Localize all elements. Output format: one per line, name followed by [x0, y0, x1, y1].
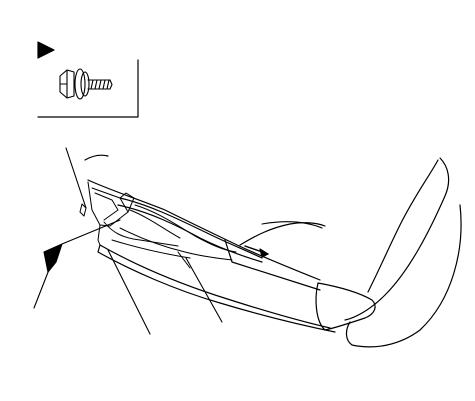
leader-right — [185, 257, 223, 323]
leader-top — [65, 147, 87, 209]
bumper-end-cap — [315, 282, 376, 331]
side-panel-edge — [97, 244, 336, 333]
flange-bolt-icon — [59, 68, 113, 100]
fender-inner-curve — [367, 159, 439, 293]
leader-upper-right — [261, 221, 323, 229]
fender-outline — [84, 154, 450, 321]
wheel-arch-curve — [345, 204, 462, 348]
callout-box-outline — [37, 59, 139, 118]
trim-strip — [119, 197, 263, 259]
bumper-assembly — [79, 154, 462, 348]
leader-center — [107, 249, 151, 335]
fastener-callout — [37, 41, 139, 118]
clip-arrowhead — [259, 248, 269, 258]
leader-lines — [33, 147, 323, 335]
leader-left-arrowhead — [43, 243, 63, 273]
upper-edge-line — [239, 222, 326, 246]
side-panel-lower — [99, 244, 331, 329]
callout-triangle-icon — [37, 41, 55, 59]
